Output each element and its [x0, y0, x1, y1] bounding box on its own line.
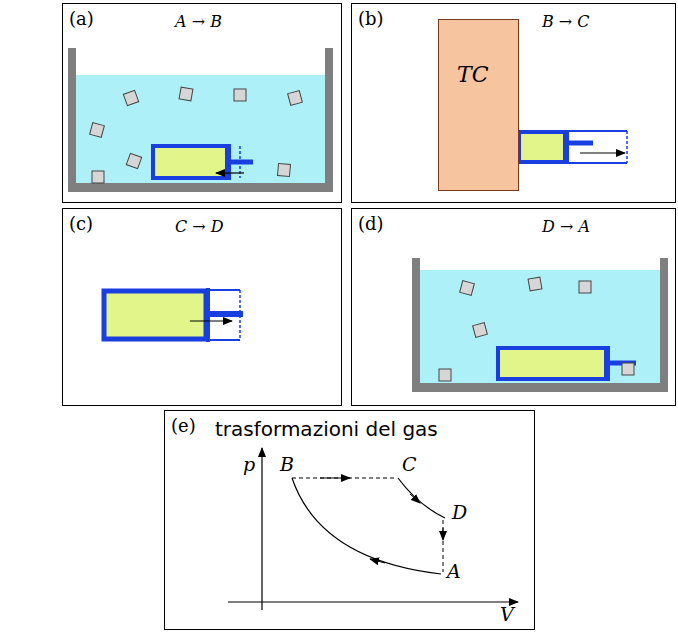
state-label: C: [402, 455, 417, 474]
state-label: D: [452, 503, 467, 522]
cylinder: [519, 130, 627, 164]
panel-heading: TC: [457, 64, 489, 86]
ice-cube: [288, 91, 303, 106]
ice-cubes: [90, 87, 634, 381]
water-tank: [68, 48, 333, 192]
panel-letter: (d): [358, 215, 384, 233]
ice-cube: [126, 153, 141, 168]
ice-cube: [277, 163, 290, 176]
ice-cube: [92, 171, 104, 183]
panel: (a) A → B: [62, 3, 342, 203]
state-label: B: [280, 455, 294, 474]
panel: (e) trasformazioni del gas: [164, 410, 535, 630]
panel-heading: trasformazioni del gas: [215, 419, 438, 439]
water-tank: [412, 258, 668, 392]
panel-heading: B → C: [542, 14, 590, 30]
panel: (b) B → C TC: [351, 3, 676, 203]
ice-cube: [179, 87, 193, 101]
axis-label: V: [500, 605, 514, 624]
ice-cube: [473, 323, 488, 338]
heat-reservoir: TC: [438, 19, 519, 191]
panel-heading: A → B: [175, 14, 222, 30]
ice-cube: [528, 277, 542, 291]
ice-cube: [123, 90, 138, 105]
cylinder: [498, 346, 636, 381]
panel-letter: (a): [69, 10, 94, 28]
ice-cube: [90, 123, 105, 138]
ice-cube: [579, 281, 591, 293]
state-label: A: [447, 562, 461, 581]
panel-letter: (e): [171, 417, 196, 435]
cylinder: [104, 288, 243, 342]
ice-cube: [234, 89, 246, 101]
panel: (d) D → A: [351, 208, 676, 406]
panel-letter: (c): [69, 215, 93, 233]
panel-heading: D → A: [542, 219, 590, 235]
ice-cube: [622, 363, 634, 375]
ice-cube: [460, 281, 475, 296]
ice-cube: [439, 369, 451, 381]
cylinder: [153, 144, 253, 180]
panel: (c) C → D: [62, 208, 342, 406]
panel-letter: (b): [358, 10, 384, 28]
pv-graph: [228, 448, 518, 610]
panel-heading: C → D: [175, 219, 224, 235]
axis-label: p: [243, 455, 255, 474]
